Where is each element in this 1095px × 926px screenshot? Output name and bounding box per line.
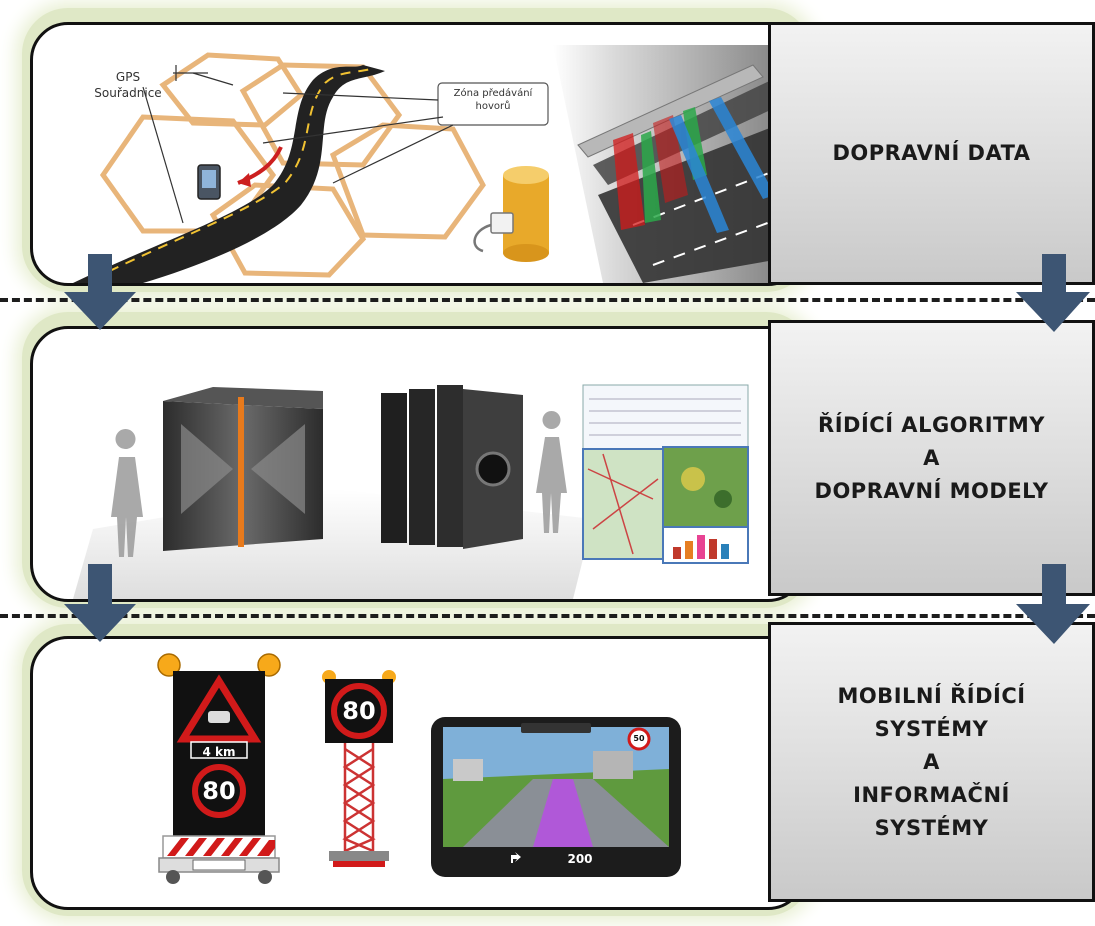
zone-callout-box: [437, 82, 549, 126]
supercomputer-1: [163, 387, 323, 551]
data-collection-illustration: [73, 45, 803, 283]
person-silhouette-2: [536, 411, 567, 533]
speed-limit-value-sign: 80: [342, 697, 376, 725]
sensor-gantry: [577, 64, 764, 158]
supercomputer-2: [381, 385, 523, 549]
road-lane-marking: [92, 68, 372, 280]
cell-hexagons: [99, 52, 486, 278]
layer-2-label-box: ŘÍDÍCÍ ALGORITMY A DOPRAVNÍ MODELY: [768, 320, 1095, 596]
speed-limit-value-trailer: 80: [202, 777, 236, 805]
road-shape: [73, 65, 385, 283]
person-silhouette: [111, 429, 143, 557]
sign-distance: 4 km: [202, 745, 236, 759]
traffic-model-screenshots: [582, 384, 749, 564]
mobile-systems-illustration: [157, 653, 681, 884]
variable-speed-sign: [322, 670, 396, 867]
layer-1-label: DOPRAVNÍ DATA: [832, 141, 1031, 165]
layer-2-label: ŘÍDÍCÍ ALGORITMY A DOPRAVNÍ MODELY: [814, 412, 1049, 503]
layer-3-label: MOBILNÍ ŘÍDÍCÍ SYSTÉMY A INFORMAČNÍ SYST…: [837, 683, 1026, 840]
zone-callout-label: Zóna předávání hovorů: [453, 88, 533, 112]
layer-2-panel: [30, 326, 806, 602]
layer-1-panel: GPS Souřadnice Zóna předávání hovorů: [30, 22, 806, 286]
route-line: [533, 779, 593, 847]
layer-3-label-box: MOBILNÍ ŘÍDÍCÍ SYSTÉMY A INFORMAČNÍ SYST…: [768, 622, 1095, 902]
nav-distance-value: 200: [567, 852, 593, 866]
layer-3-panel: 4 km 80 80 50 200: [30, 636, 806, 910]
nav-speed-sign: [627, 727, 651, 751]
speed-limit-sign: [192, 764, 246, 818]
warning-triangle-icon: [176, 674, 262, 743]
separator-2: [0, 614, 1095, 618]
navigation-tablet: [431, 717, 681, 877]
turn-arrow-icon: [511, 852, 521, 863]
gps-callout-label: GPS Souřadnice: [94, 70, 162, 100]
layer-1-label-box: DOPRAVNÍ DATA: [768, 22, 1095, 285]
nav-speed-value: 50: [633, 734, 645, 743]
computing-illustration: [73, 384, 749, 599]
separator-1: [0, 298, 1095, 302]
mobile-warning-trailer: [157, 653, 281, 884]
